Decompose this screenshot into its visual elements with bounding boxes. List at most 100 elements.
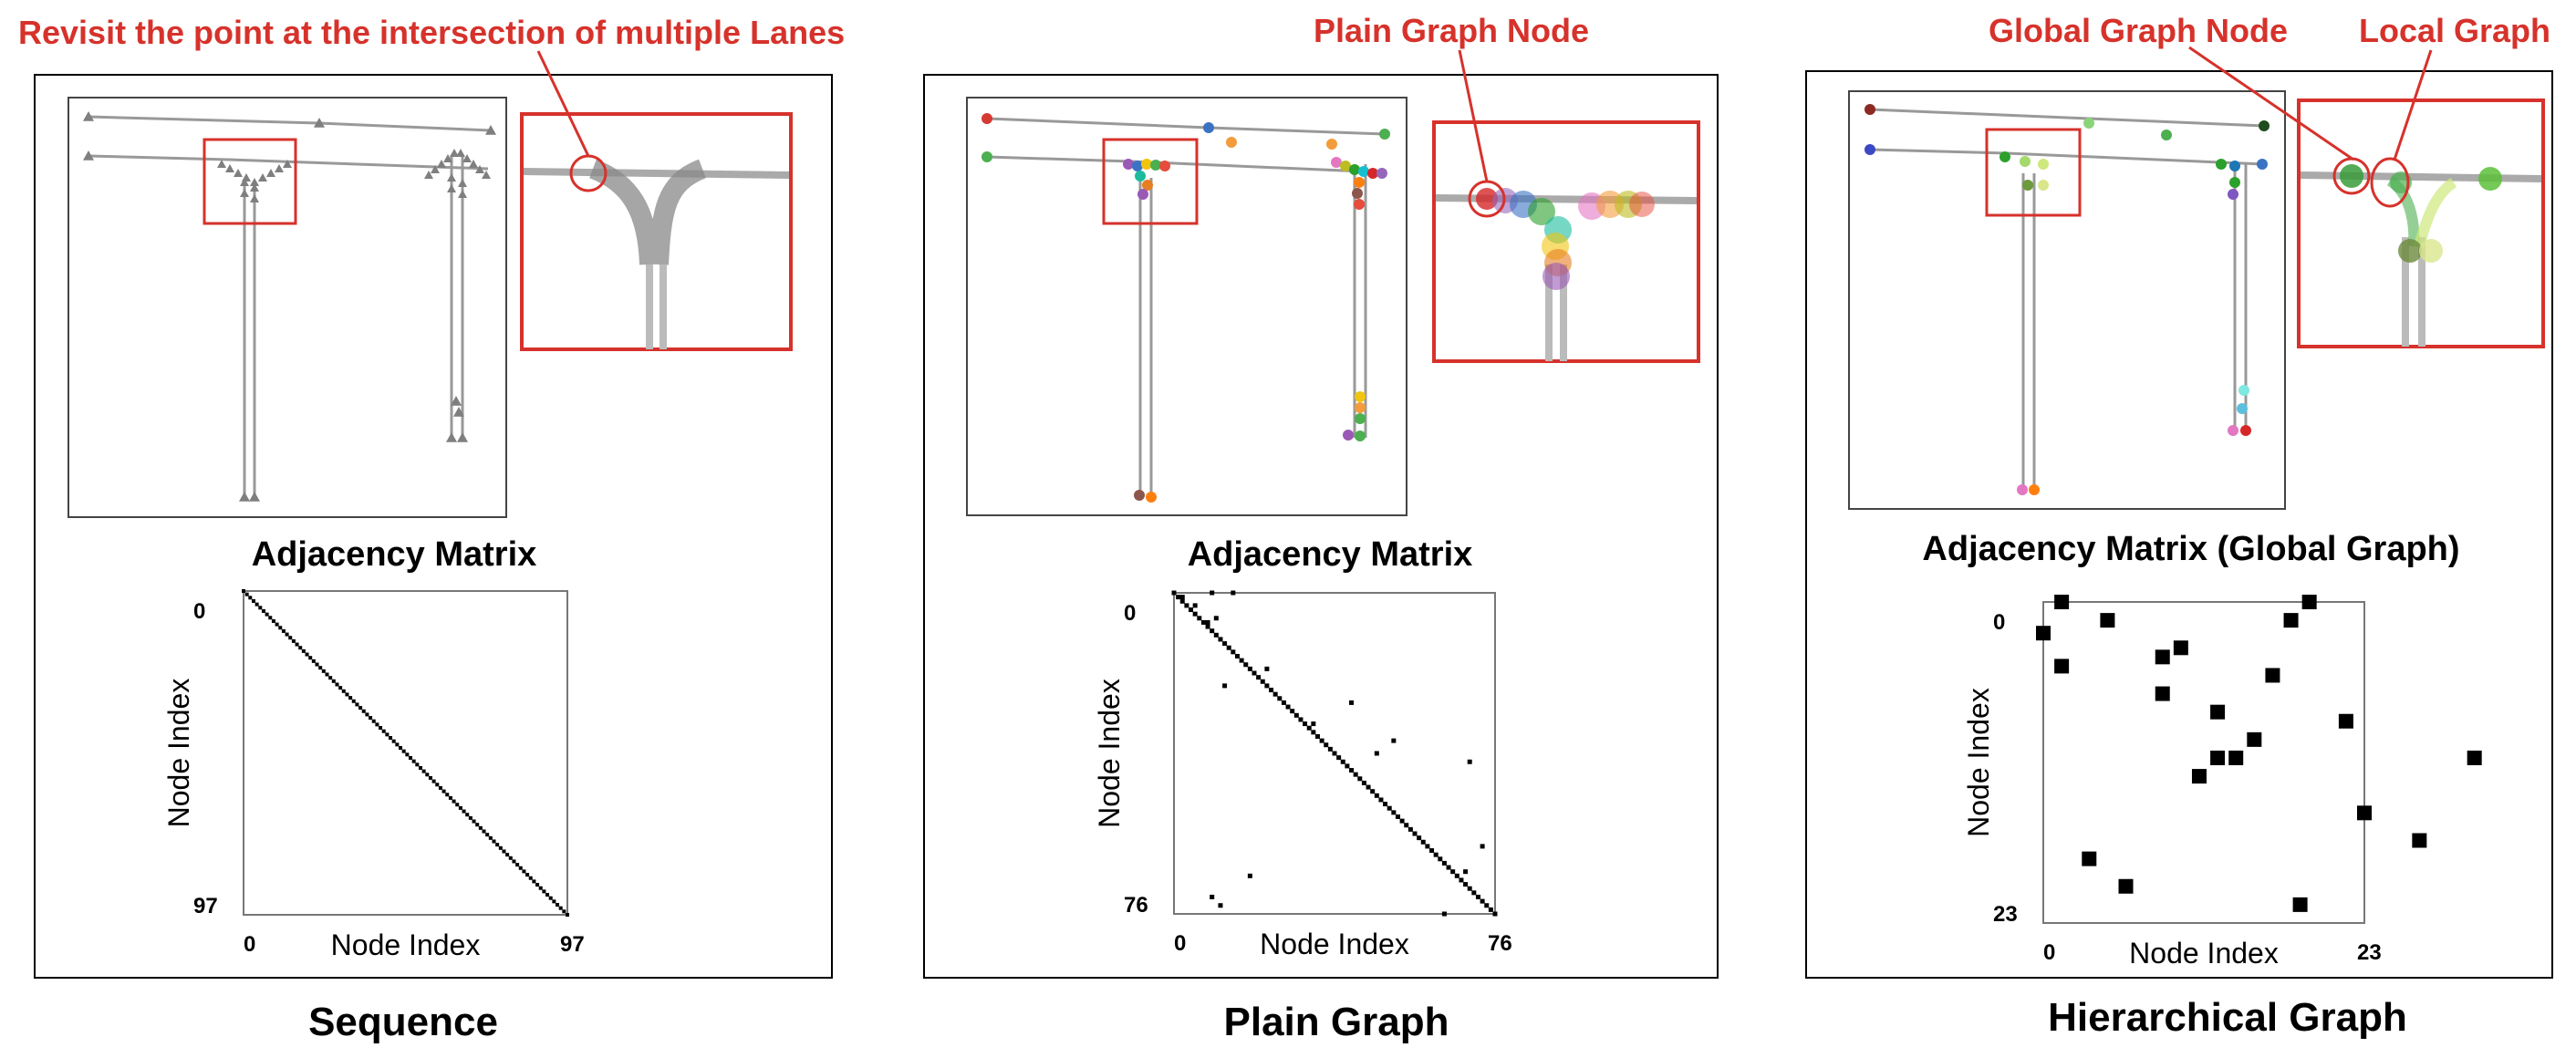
sequence-marker (240, 189, 249, 197)
lane-lines (1869, 108, 2265, 491)
matrix-cell (1213, 632, 1219, 638)
matrix-cell (525, 873, 530, 877)
matrix-cell (1438, 856, 1443, 862)
matrix-cell (318, 666, 323, 670)
sequence-marker (239, 492, 250, 502)
sequence-points (83, 111, 496, 502)
matrix-cell (1197, 616, 1202, 621)
matrix-cell (1417, 835, 1422, 841)
matrix-cell (2191, 769, 2207, 784)
matrix-cell (381, 729, 386, 733)
matrix-cell (1349, 768, 1355, 773)
matrix-cell (552, 899, 556, 904)
matrix-cell (328, 676, 333, 680)
matrix-cell (2155, 686, 2170, 701)
panel-frame (34, 74, 833, 979)
matrix-cell (361, 709, 366, 713)
matrix-cell (1404, 823, 1409, 828)
matrix-cell (315, 662, 319, 667)
matrix-cell (1324, 742, 1329, 748)
sequence-marker (250, 194, 259, 202)
matrix-cell (1475, 894, 1480, 899)
sequence-marker (469, 160, 478, 168)
matrix-cell (1425, 844, 1430, 849)
matrix-cell (2357, 805, 2372, 821)
matrix-cell (401, 749, 406, 753)
matrix-cell (278, 626, 283, 630)
sequence-marker (450, 149, 459, 157)
matrix-cell (1210, 894, 1215, 899)
matrix-frame (2042, 601, 2365, 924)
matrix-cell (1433, 852, 1439, 857)
matrix-cell (1218, 637, 1223, 642)
matrix-cell (341, 689, 346, 693)
matrix-cell (455, 803, 460, 807)
matrix-cell (2247, 731, 2262, 747)
matrix-cell (1179, 598, 1185, 604)
global-node-annotation: Global Graph Node (1989, 12, 2288, 49)
matrix-cell (458, 805, 462, 810)
matrix-cell (1205, 624, 1210, 629)
matrix-cell (1218, 903, 1223, 908)
sequence-marker (443, 154, 452, 162)
matrix-cell (1210, 590, 1215, 596)
zoom-content (1435, 180, 1698, 361)
lane-lines (986, 117, 1386, 497)
matrix-cell (545, 893, 550, 897)
matrix-cell (1311, 721, 1316, 727)
matrix-cell (548, 896, 553, 900)
sequence-marker (451, 396, 462, 406)
matrix-cell (448, 795, 452, 800)
matrix-cell (2467, 750, 2482, 765)
matrix-cell (2210, 704, 2226, 720)
matrix-cell (1303, 721, 1308, 727)
x-tick-min: 0 (2043, 940, 2055, 965)
matrix-cell (2036, 626, 2051, 641)
y-axis-label: Node Index (1093, 679, 1126, 828)
annotation-leader (1458, 49, 1489, 182)
matrix-cell (535, 883, 540, 887)
matrix-cell (1480, 844, 1485, 849)
matrix-cell (2173, 640, 2188, 656)
matrix-cell (1336, 755, 1342, 761)
matrix-cell (298, 646, 303, 650)
matrix-cell (1441, 911, 1447, 917)
x-tick-max: 23 (2357, 940, 2382, 965)
matrix-cell (1231, 649, 1236, 655)
sequence-marker (217, 160, 226, 168)
sequence-marker (250, 178, 259, 186)
matrix-frame (1173, 592, 1496, 915)
matrix-cell (475, 823, 480, 827)
matrix-cell (515, 863, 520, 867)
matrix-cell (1264, 666, 1270, 671)
matrix-cell (1311, 730, 1316, 735)
matrix-cell (438, 785, 442, 790)
matrix-cell (1471, 890, 1477, 896)
matrix-cell (508, 856, 513, 860)
sequence-marker (447, 184, 456, 192)
matrix-cell (498, 845, 503, 850)
matrix-cell (1200, 619, 1206, 625)
x-tick-min: 0 (244, 932, 255, 957)
sequence-marker (225, 164, 234, 172)
matrix-cell (1277, 696, 1283, 701)
matrix-cell (478, 825, 483, 830)
matrix-cell (275, 622, 279, 627)
matrix-cell (2155, 649, 2170, 665)
matrix-cell (358, 706, 363, 711)
matrix-cell (2054, 595, 2070, 609)
panel-caption: Plain Graph (1224, 1000, 1449, 1044)
matrix-cell (1171, 590, 1177, 596)
matrix-cell (391, 739, 396, 743)
sequence-marker (431, 165, 440, 173)
matrix-cell (345, 692, 349, 697)
matrix-cell (556, 903, 560, 908)
matrix-cell (1340, 759, 1345, 764)
matrix-cell (321, 669, 326, 673)
matrix-cell (1345, 763, 1350, 769)
matrix-cell (528, 876, 533, 880)
matrix-cell (1192, 603, 1198, 608)
matrix-cell (355, 702, 359, 707)
matrix-cell (512, 859, 516, 864)
